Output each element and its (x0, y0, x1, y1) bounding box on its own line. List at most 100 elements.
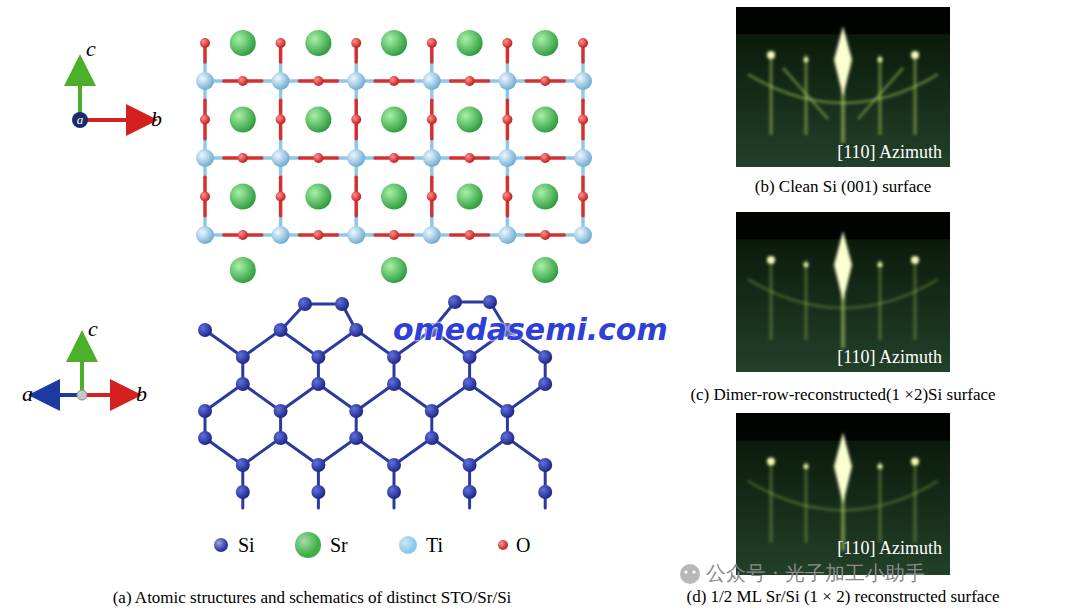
azimuth-label: [110] Azimuth (837, 538, 942, 559)
silicon-atom (387, 485, 401, 499)
oxygen-atom (238, 230, 248, 240)
legend-swatch (295, 532, 321, 558)
specular-spot (834, 231, 852, 301)
legend-swatch (399, 536, 417, 554)
strontium-atom (305, 30, 331, 56)
rheed-streak (770, 462, 773, 543)
rheed-background (736, 7, 950, 167)
legend-text: Ti (426, 534, 443, 557)
silicon-atom (236, 458, 250, 472)
silicon-atom (425, 431, 439, 445)
diffraction-spot (804, 262, 809, 267)
rheed-background (736, 413, 950, 575)
oxygen-atom (578, 38, 588, 48)
oxygen-atom (313, 153, 323, 163)
diffraction-spot (911, 256, 919, 264)
silicon-atom (311, 458, 325, 472)
silicon-atom (298, 297, 312, 311)
oxygen-atom (578, 115, 588, 125)
oxygen-atom (427, 192, 437, 202)
silicon-atom (538, 458, 552, 472)
titanium-atom (498, 149, 516, 167)
oxygen-atom (276, 38, 286, 48)
oxygen-atom (313, 76, 323, 86)
wechat-icon-eye (692, 570, 695, 573)
silicon-atom (483, 295, 497, 309)
oxygen-atom (502, 192, 512, 202)
panel-caption: (b) Clean Si (001) surface (755, 177, 932, 197)
strontium-atom (381, 107, 407, 133)
titanium-atom (347, 226, 365, 244)
titanium-atom (423, 149, 441, 167)
rheed-streak (914, 55, 917, 135)
diffraction-spot (767, 458, 775, 466)
strontium-atom (230, 257, 256, 283)
oxygen-atom (540, 230, 550, 240)
diffraction-spot (767, 256, 775, 264)
axis-bottom (44, 346, 126, 400)
silicon-atom (463, 350, 477, 364)
oxygen-atom (465, 230, 475, 240)
silicon-atom (236, 377, 250, 391)
oxygen-atom (502, 38, 512, 48)
diffraction-spot (911, 51, 919, 59)
rheed-streak (914, 260, 917, 340)
oxygen-atom (200, 192, 210, 202)
panel-caption: (d) 1/2 ML Sr/Si (1 × 2) reconstructed s… (687, 587, 1000, 607)
oxygen-atom (502, 115, 512, 125)
oxygen-atom (427, 38, 437, 48)
oxygen-atom (578, 192, 588, 202)
strontium-atom (532, 257, 558, 283)
silicon-atom (274, 404, 288, 418)
rheed-streak (770, 55, 773, 135)
silicon-atom (311, 377, 325, 391)
titanium-atom (196, 149, 214, 167)
watermark: 公众号 · 光子加工小助手 (706, 562, 925, 585)
silicon-atom (463, 377, 477, 391)
rheed-streak (770, 260, 773, 340)
silicon-atom (198, 323, 212, 337)
diffraction-spot (804, 464, 809, 469)
axis-label: c (88, 316, 98, 341)
strontium-atom (305, 107, 331, 133)
rheed-streak (879, 462, 882, 543)
oxygen-atom (238, 76, 248, 86)
axis-label: b (136, 381, 147, 406)
diffraction-spot (767, 51, 775, 59)
rheed-panel: [110] Azimuth(b) Clean Si (001) surface (736, 7, 950, 167)
silicon-atom (538, 377, 552, 391)
silicon-atom (463, 458, 477, 472)
rheed-pattern (748, 432, 938, 550)
azimuth-label: [110] Azimuth (837, 142, 942, 163)
silicon-atom (387, 350, 401, 364)
oxygen-atom (351, 38, 361, 48)
silicon-atom (349, 431, 363, 445)
legend-text: Sr (330, 534, 348, 557)
axis-label: c (86, 36, 96, 61)
strontium-atom (230, 107, 256, 133)
rheed-background (736, 212, 950, 372)
strontium-atom (532, 184, 558, 210)
oxygen-atom (465, 76, 475, 86)
rheed-streak (879, 260, 882, 340)
titanium-atom (574, 226, 592, 244)
titanium-atom (196, 226, 214, 244)
oxygen-atom (427, 115, 437, 125)
axis-label: b (151, 106, 162, 131)
oxygen-atom (238, 153, 248, 163)
oxygen-atom (313, 230, 323, 240)
strontium-atom (381, 184, 407, 210)
rheed-streak (805, 462, 808, 543)
silicon-atom (463, 485, 477, 499)
rheed-streak (914, 462, 917, 543)
axis-origin (77, 390, 87, 400)
axis-arrow (82, 393, 126, 397)
titanium-atom (272, 226, 290, 244)
specular-spot (834, 26, 852, 96)
strontium-atom (457, 30, 483, 56)
bonds (205, 43, 583, 508)
silicon-atom (311, 350, 325, 364)
strontium-atom (381, 257, 407, 283)
strontium-atom (457, 107, 483, 133)
diffraction-spot (911, 458, 919, 466)
